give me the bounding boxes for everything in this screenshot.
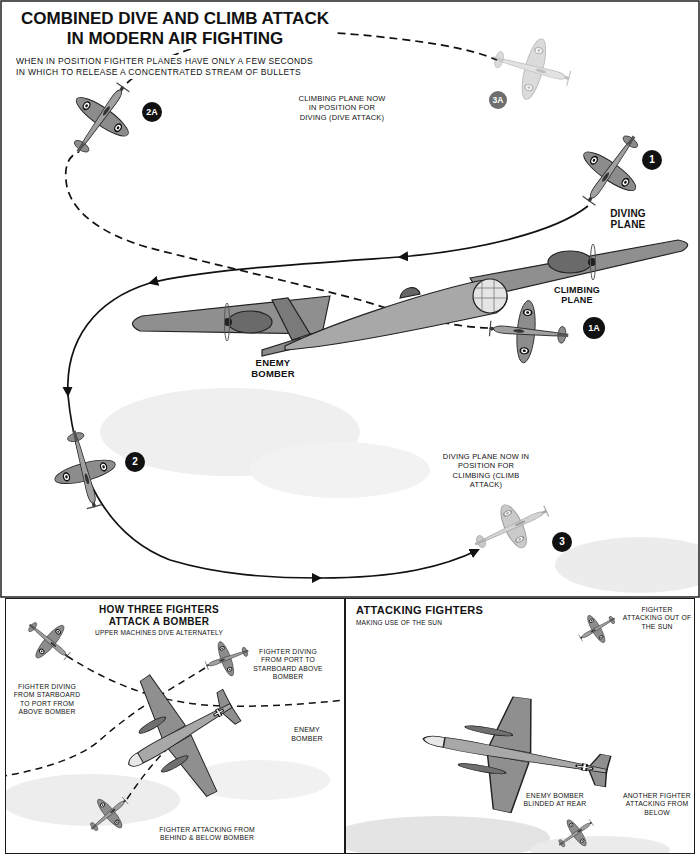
label-area: FIGHTER ATTACKING OUT OF THE SUN [622,606,692,631]
fighter-plane [80,786,138,843]
label-area: FIGHTER ATTACKING FROM BEHIND & BELOW BO… [145,826,269,843]
diving-plane [563,119,660,220]
callout-circle: 1A [583,317,605,339]
annotation: FIGHTER DIVING FROM PORT TO STARBOARD AB… [252,648,324,682]
callout-number: 2 [125,452,145,472]
fighter-plane [16,609,81,673]
label-area: ENEMY BOMBER [282,726,332,744]
callout-circle: 2A [142,102,162,122]
callout-number: 2A [142,102,162,122]
annotation: FIGHTER ATTACKING OUT OF THE SUN [622,606,692,631]
fighter-3a [485,28,578,109]
annotation: ENEMY BOMBER [244,358,302,379]
panel-subtitle: MAKING USE OF THE SUN [356,619,526,627]
annotation: DIVING PLANE [597,208,659,230]
panel-title: HOW THREE FIGHTERS ATTACK A BOMBER [84,604,234,627]
cloud [250,442,430,498]
callout-circle: 2 [125,452,145,472]
annotation: ENEMY BOMBER [282,726,332,744]
callout-number: 1 [642,150,662,170]
label-area: WHEN IN POSITION FIGHTER PLANES HAVE ONL… [16,55,322,79]
main-scene [44,28,699,593]
annotation: CLIMBING PLANE NOW IN POSITION FOR DIVIN… [298,94,386,122]
panel-subtitle: UPPER MACHINES DIVE ALTERNATELY [84,629,234,637]
cloud [555,537,699,593]
label-area: CLIMBING PLANE [546,285,608,305]
label-area: ENEMY BOMBER BLINDED AT REAR [522,792,588,809]
dive-path [68,206,588,578]
title: COMBINED DIVE AND CLIMB ATTACK IN MODERN… [14,8,336,49]
fighter-2a [52,69,149,170]
panel-heading: ATTACKING FIGHTERS MAKING USE OF THE SUN [356,604,526,627]
cloud [345,816,550,854]
label-area: ANOTHER FIGHTER ATTACKING FROM BELOW [622,792,692,817]
fighter-3 [465,490,557,566]
fighter-2 [44,423,125,516]
fighter-plane [550,810,600,854]
fighter-plane [573,605,623,652]
fighter-plane [200,634,254,683]
callout-number: 1A [583,317,605,339]
enemy-bomber [95,647,265,823]
annotation: DIVING PLANE NOW IN POSITION FOR CLIMBIN… [440,452,532,490]
annotation: ENEMY BOMBER BLINDED AT REAR [522,792,588,809]
label-area: FIGHTER DIVING FROM STARBOARD TO PORT FR… [10,683,84,717]
annotation: CLIMBING PLANE [546,285,608,305]
callout-number: 3 [552,532,572,552]
annotation: FIGHTER DIVING FROM STARBOARD TO PORT FR… [10,683,84,717]
annotation: FIGHTER ATTACKING FROM BEHIND & BELOW BO… [145,826,269,843]
label-area: FIGHTER DIVING FROM PORT TO STARBOARD AB… [252,648,324,682]
title-area: COMBINED DIVE AND CLIMB ATTACK IN MODERN… [14,8,336,49]
callout-circle: 3A [489,91,507,109]
panel-box: HOW THREE FIGHTERS ATTACK A BOMBER UPPER … [5,598,345,854]
panel-heading: HOW THREE FIGHTERS ATTACK A BOMBER UPPER … [84,604,234,637]
callout-number: 3A [489,91,507,109]
callout-circle: 1 [642,150,662,170]
callout-circle: 3 [552,532,572,552]
cloud [5,774,180,826]
sun-attack-scene [345,605,670,854]
annotation: WHEN IN POSITION FIGHTER PLANES HAVE ONL… [16,55,322,79]
label-area: DIVING PLANE [597,208,659,230]
main-frame [1,1,699,597]
enemy-bomber [413,682,618,828]
label-area: DIVING PLANE NOW IN POSITION FOR CLIMBIN… [440,452,532,490]
enemy-bomber [132,240,687,356]
label-area: ENEMY BOMBER [244,358,302,379]
label-area: CLIMBING PLANE NOW IN POSITION FOR DIVIN… [298,94,386,122]
cloud [530,836,670,854]
climbing-plane [487,297,571,366]
panel-title: ATTACKING FIGHTERS [356,604,526,617]
annotation: ANOTHER FIGHTER ATTACKING FROM BELOW [622,792,692,817]
panel-box: ATTACKING FIGHTERS MAKING USE OF THE SUN [345,598,695,854]
three-fighter-scene [5,609,345,843]
